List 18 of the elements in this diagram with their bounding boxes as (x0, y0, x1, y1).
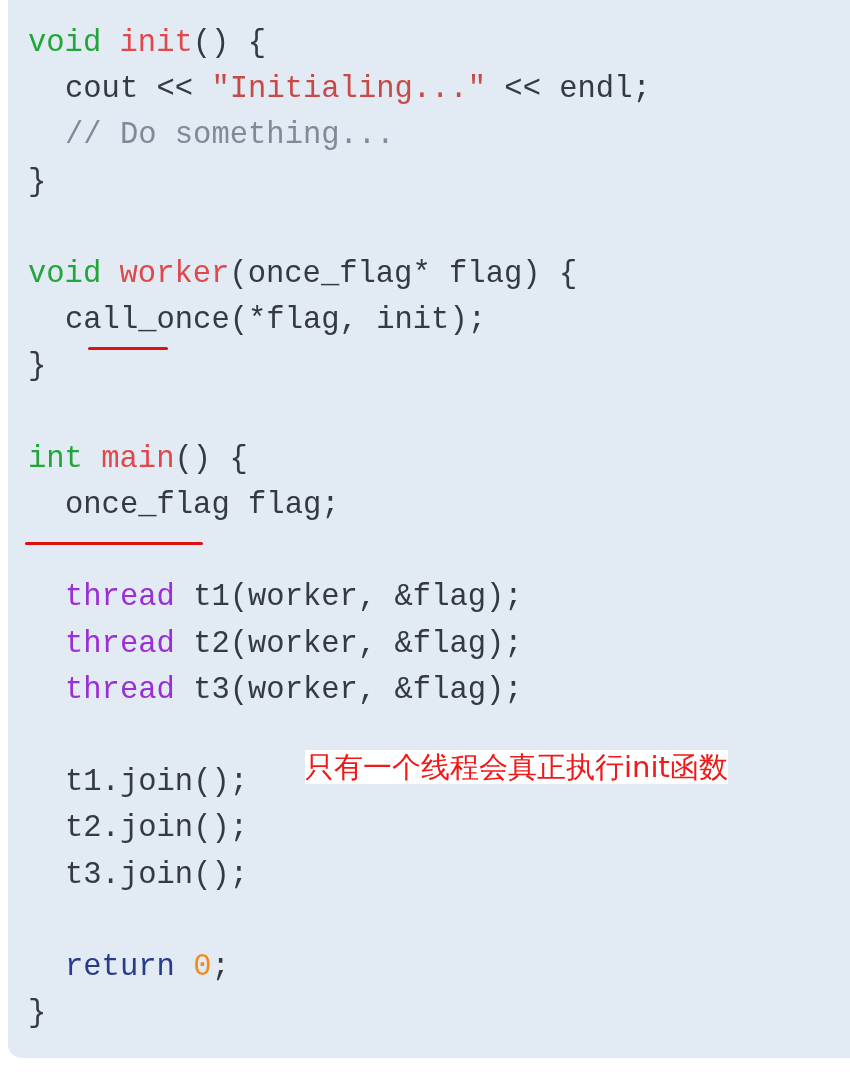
code-line: // Do something... (65, 117, 395, 155)
code-line: t3.join(); (65, 856, 249, 894)
code-line: return 0; (65, 949, 230, 986)
code-line: call_once(*flag, init); (65, 302, 487, 340)
annotation-note: 只有一个线程会真正执行init函数 (305, 750, 728, 784)
code-line: void init() { (28, 25, 266, 62)
code-line: thread t1(worker, &flag); (65, 579, 523, 617)
code-line: } (28, 163, 47, 201)
code-line: t2.join(); (65, 810, 249, 848)
code-line: int main() { (28, 440, 248, 478)
code-line: thread t2(worker, &flag); (65, 625, 523, 663)
code-line: } (28, 995, 47, 1033)
code-line: cout << "Initialing..." << endl; (65, 71, 651, 109)
code-line: t1.join(); (65, 764, 249, 802)
code-line: void worker(once_flag* flag) { (28, 256, 578, 293)
code-line: } (28, 348, 47, 386)
code-line: thread t3(worker, &flag); (65, 671, 523, 709)
code-line: once_flag flag; (65, 487, 340, 524)
